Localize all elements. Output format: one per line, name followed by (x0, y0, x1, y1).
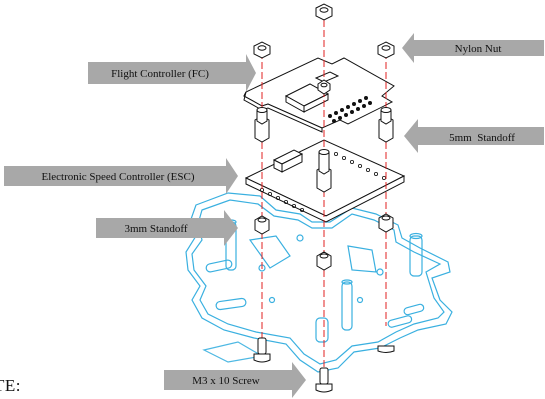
callout-nylon-nut: Nylon Nut (402, 33, 544, 63)
label-esc: Electronic Speed Controller (ESC) (41, 171, 194, 183)
callout-flight-controller: Flight Controller (FC) (88, 54, 256, 92)
flight-controller-board (243, 57, 395, 133)
frame-plate (185, 192, 453, 373)
m3-screw-center (315, 367, 333, 393)
m3-screws (253, 337, 395, 393)
standoff-3mm-center (316, 251, 332, 271)
standoffs-5mm (254, 107, 394, 193)
label-nylon-nut: Nylon Nut (455, 43, 502, 55)
label-3mm-standoff: 3mm Standoff (124, 223, 187, 235)
callout-5mm-standoff: 5mm Standoff (404, 119, 544, 153)
esc-edge-pads (259, 151, 386, 212)
standoff-3mm-left (254, 215, 270, 235)
label-m3-screw: M3 x 10 Screw (192, 375, 260, 387)
nylon-nut-fc (317, 79, 331, 95)
nylon-nut-right (377, 41, 395, 59)
standoff-5mm-center (316, 149, 332, 193)
standoff-3mm-right (378, 213, 394, 233)
nylon-nuts (253, 3, 395, 95)
callout-screw: M3 x 10 Screw (164, 362, 306, 398)
nylon-nut-center (315, 3, 333, 21)
m3-screw-left (253, 337, 271, 363)
callout-3mm-standoff: 3mm Standoff (96, 210, 238, 246)
m3-screw-right (377, 345, 395, 353)
callout-esc: Electronic Speed Controller (ESC) (4, 158, 238, 194)
standoff-5mm-left (254, 107, 270, 143)
nylon-nut-left (253, 41, 271, 59)
standoffs-3mm (254, 213, 394, 271)
label-5mm-standoff: 5mm Standoff (449, 132, 515, 144)
standoff-5mm-right (378, 107, 394, 143)
fc-pin-header (328, 96, 372, 123)
footer-note: TE: (0, 376, 21, 395)
label-flight-controller: Flight Controller (FC) (111, 68, 209, 80)
